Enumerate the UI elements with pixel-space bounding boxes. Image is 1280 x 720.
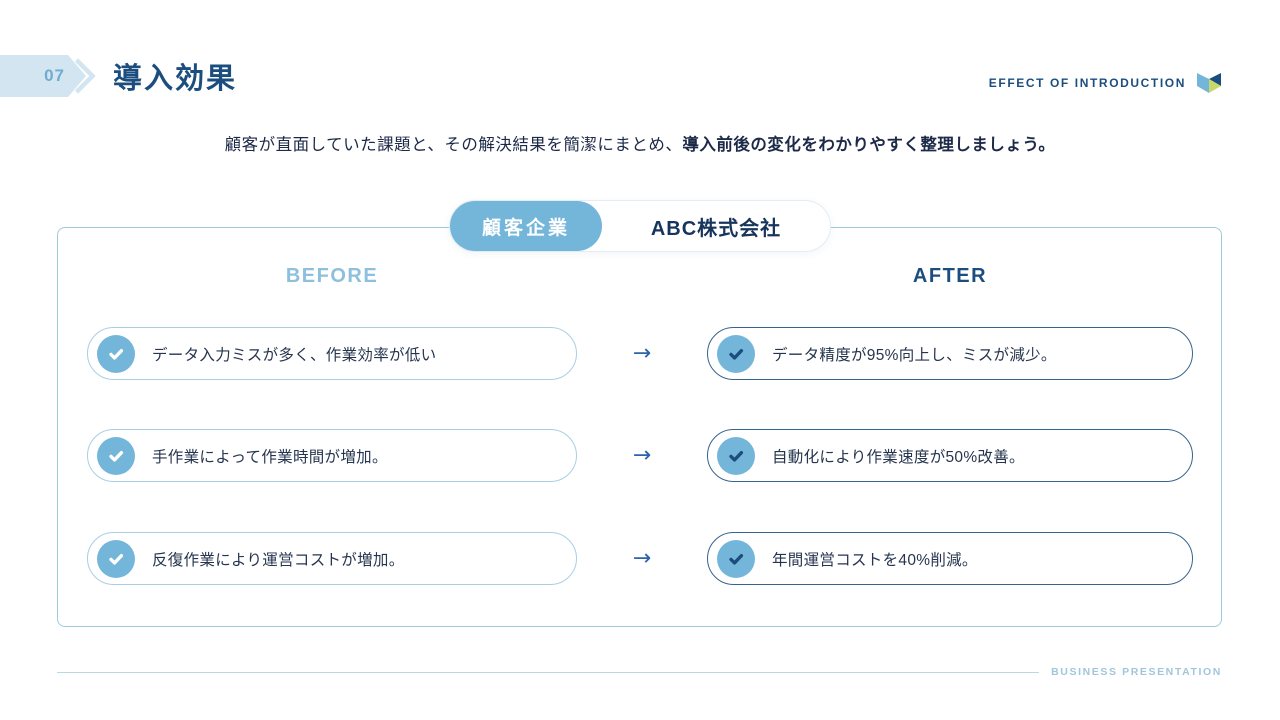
check-icon bbox=[717, 539, 755, 578]
slide-footer: BUSINESS PRESENTATION bbox=[57, 664, 1222, 680]
header-right: EFFECT OF INTRODUCTION bbox=[989, 72, 1222, 94]
subtitle-normal-text: 顧客が直面していた課題と、その解決結果を簡潔にまとめ、 bbox=[224, 136, 683, 154]
before-item-pill: 手作業によって作業時間が増加。 bbox=[87, 429, 577, 482]
page-number-badge: 07 bbox=[0, 55, 97, 97]
footer-divider bbox=[57, 671, 1040, 673]
after-column-header: AFTER bbox=[912, 265, 988, 287]
right-arrow-icon: → bbox=[632, 341, 652, 366]
before-item-pill: 反復作業により運営コストが増加。 bbox=[87, 532, 577, 585]
check-icon bbox=[97, 334, 135, 373]
arrow-cell: → bbox=[577, 546, 707, 571]
company-tab-bar: 顧客企業 ABC株式会社 bbox=[449, 200, 831, 252]
after-item-text: 年間運営コストを40%削減。 bbox=[772, 551, 978, 569]
before-item-text: 反復作業により運営コストが増加。 bbox=[152, 551, 405, 569]
check-icon bbox=[717, 334, 755, 373]
slide-header: 07 導入効果 EFFECT OF INTRODUCTION bbox=[0, 55, 1222, 97]
tab-company-name[interactable]: ABC株式会社 bbox=[602, 201, 830, 251]
before-item-pill: データ入力ミスが多く、作業効率が低い bbox=[87, 327, 577, 380]
after-item-text: データ精度が95%向上し、ミスが減少。 bbox=[772, 346, 1057, 364]
before-item-text: データ入力ミスが多く、作業効率が低い bbox=[152, 346, 437, 364]
check-icon bbox=[97, 539, 135, 578]
arrow-cell: → bbox=[577, 341, 707, 366]
after-item-pill: 自動化により作業速度が50%改善。 bbox=[707, 429, 1193, 482]
arrow-banner-icon bbox=[0, 55, 96, 97]
before-column-header: BEFORE bbox=[285, 265, 379, 287]
after-item-pill: データ精度が95%向上し、ミスが減少。 bbox=[707, 327, 1193, 380]
comparison-row: 手作業によって作業時間が増加。 → 自動化により作業速度が50%改善。 bbox=[87, 429, 1193, 482]
footer-label: BUSINESS PRESENTATION bbox=[1051, 666, 1222, 678]
header-english-label: EFFECT OF INTRODUCTION bbox=[988, 76, 1186, 90]
page-title: 導入効果 bbox=[113, 63, 238, 95]
before-item-text: 手作業によって作業時間が増加。 bbox=[152, 448, 388, 466]
subtitle-bold-text: 導入前後の変化をわかりやすく整理しましょう。 bbox=[682, 136, 1056, 154]
after-item-text: 自動化により作業速度が50%改善。 bbox=[772, 448, 1025, 466]
comparison-row: 反復作業により運営コストが増加。 → 年間運営コストを40%削減。 bbox=[87, 532, 1193, 585]
after-item-pill: 年間運営コストを40%削減。 bbox=[707, 532, 1193, 585]
comparison-row: データ入力ミスが多く、作業効率が低い → データ精度が95%向上し、ミスが減少。 bbox=[87, 327, 1193, 380]
check-icon bbox=[717, 436, 755, 475]
page-number: 07 bbox=[44, 66, 65, 85]
tab-customer-company[interactable]: 顧客企業 bbox=[450, 201, 602, 251]
arrow-cell: → bbox=[577, 443, 707, 468]
right-arrow-icon: → bbox=[632, 443, 652, 468]
book-logo-icon bbox=[1196, 72, 1222, 94]
right-arrow-icon: → bbox=[632, 546, 652, 571]
check-icon bbox=[97, 436, 135, 475]
slide-subtitle: 顧客が直面していた課題と、その解決結果を簡潔にまとめ、導入前後の変化をわかりやす… bbox=[0, 131, 1280, 155]
